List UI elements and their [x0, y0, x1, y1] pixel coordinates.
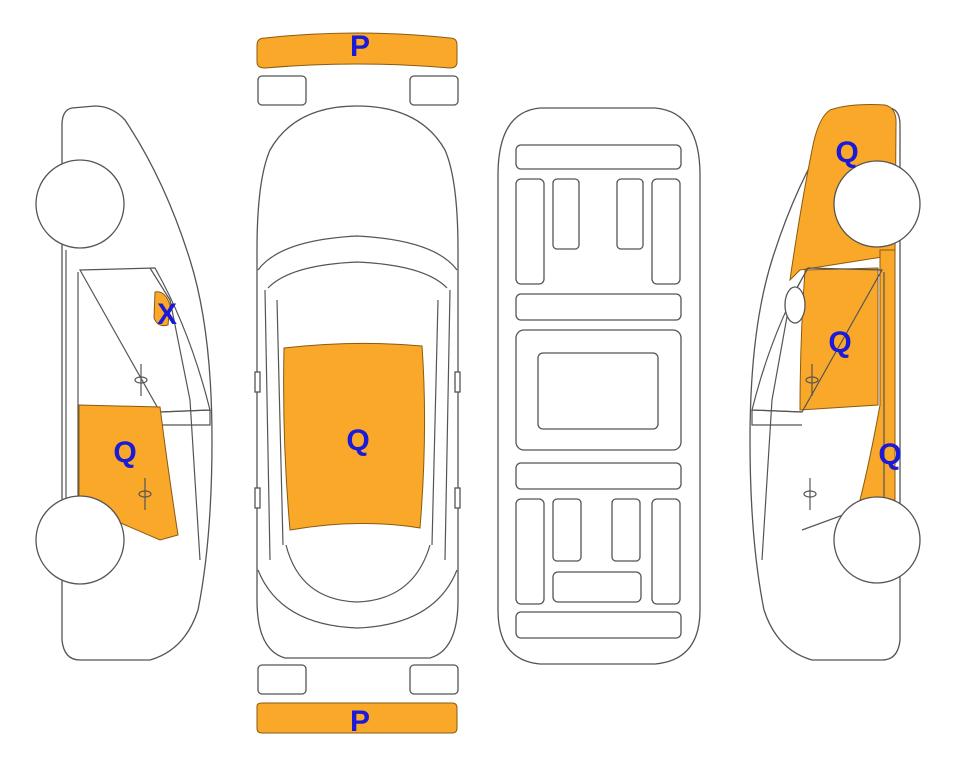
- under-panel-11: [552, 498, 582, 562]
- left-mirror: [159, 409, 211, 426]
- right-pillar: [761, 267, 809, 561]
- left-door-handle-front: [134, 364, 148, 396]
- left-window-mark: X: [157, 298, 177, 331]
- under-panel-9: [515, 462, 682, 490]
- right-door-handle-rear: [805, 364, 819, 396]
- under-panel-2: [515, 178, 545, 285]
- top-side-lines: [264, 289, 451, 561]
- windshield-inner: [267, 261, 448, 289]
- right-side-view: Q Q Q: [749, 104, 921, 661]
- windshield-top: [257, 235, 458, 271]
- right-sill-mark: Q: [878, 438, 901, 471]
- right-rear-wheel: [833, 160, 921, 248]
- left-rear-wheel: [35, 495, 125, 585]
- right-mirror: [751, 409, 803, 426]
- right-rear-door-damage: [799, 267, 879, 411]
- left-door-handle-rear: [138, 478, 152, 510]
- right-mirror-top: [454, 371, 461, 393]
- under-panel-3: [552, 178, 580, 250]
- left-window-damage: [153, 291, 171, 327]
- rear-bumper-mark: P: [350, 705, 370, 738]
- left-side-view: Q X: [35, 105, 213, 661]
- rear-bumper-damage: [256, 702, 458, 734]
- right-rear-quarter-mark: Q: [835, 136, 858, 169]
- top-view: P Q P: [254, 30, 461, 738]
- left-pillar: [149, 267, 201, 561]
- under-panel-6: [515, 293, 682, 321]
- front-left-light: [257, 75, 307, 106]
- roof-damage: [283, 342, 426, 531]
- rear-right-light: [409, 664, 459, 695]
- under-panel-12: [611, 498, 641, 562]
- top-pillar-lines: [276, 299, 439, 546]
- left-mirror-top: [254, 371, 261, 393]
- left-front-wheel: [35, 159, 125, 249]
- rear-window: [285, 544, 431, 603]
- roof-mark: Q: [346, 424, 369, 457]
- rear-left-light: [257, 664, 307, 695]
- right-door-handle-front: [803, 478, 817, 510]
- under-panel-5: [651, 178, 681, 285]
- left-handle-top: [254, 487, 261, 509]
- right-handle-top: [454, 487, 461, 509]
- under-panel-8: [537, 352, 659, 430]
- right-front-wheel: [833, 496, 921, 584]
- front-bumper-damage: [256, 32, 458, 69]
- underbody-view: [497, 107, 701, 665]
- under-panel-15: [515, 611, 682, 639]
- left-rear-door-mark: Q: [113, 436, 136, 469]
- under-panel-4: [616, 178, 644, 250]
- under-panel-10: [515, 498, 545, 605]
- under-panel-13: [651, 498, 681, 605]
- right-fuel-cap: [784, 286, 806, 324]
- under-panel-1: [515, 144, 682, 170]
- trunk-line: [257, 569, 458, 629]
- front-right-light: [409, 75, 459, 106]
- under-panel-14: [552, 571, 642, 603]
- right-rear-door-mark: Q: [828, 326, 851, 359]
- front-bumper-mark: P: [350, 30, 370, 63]
